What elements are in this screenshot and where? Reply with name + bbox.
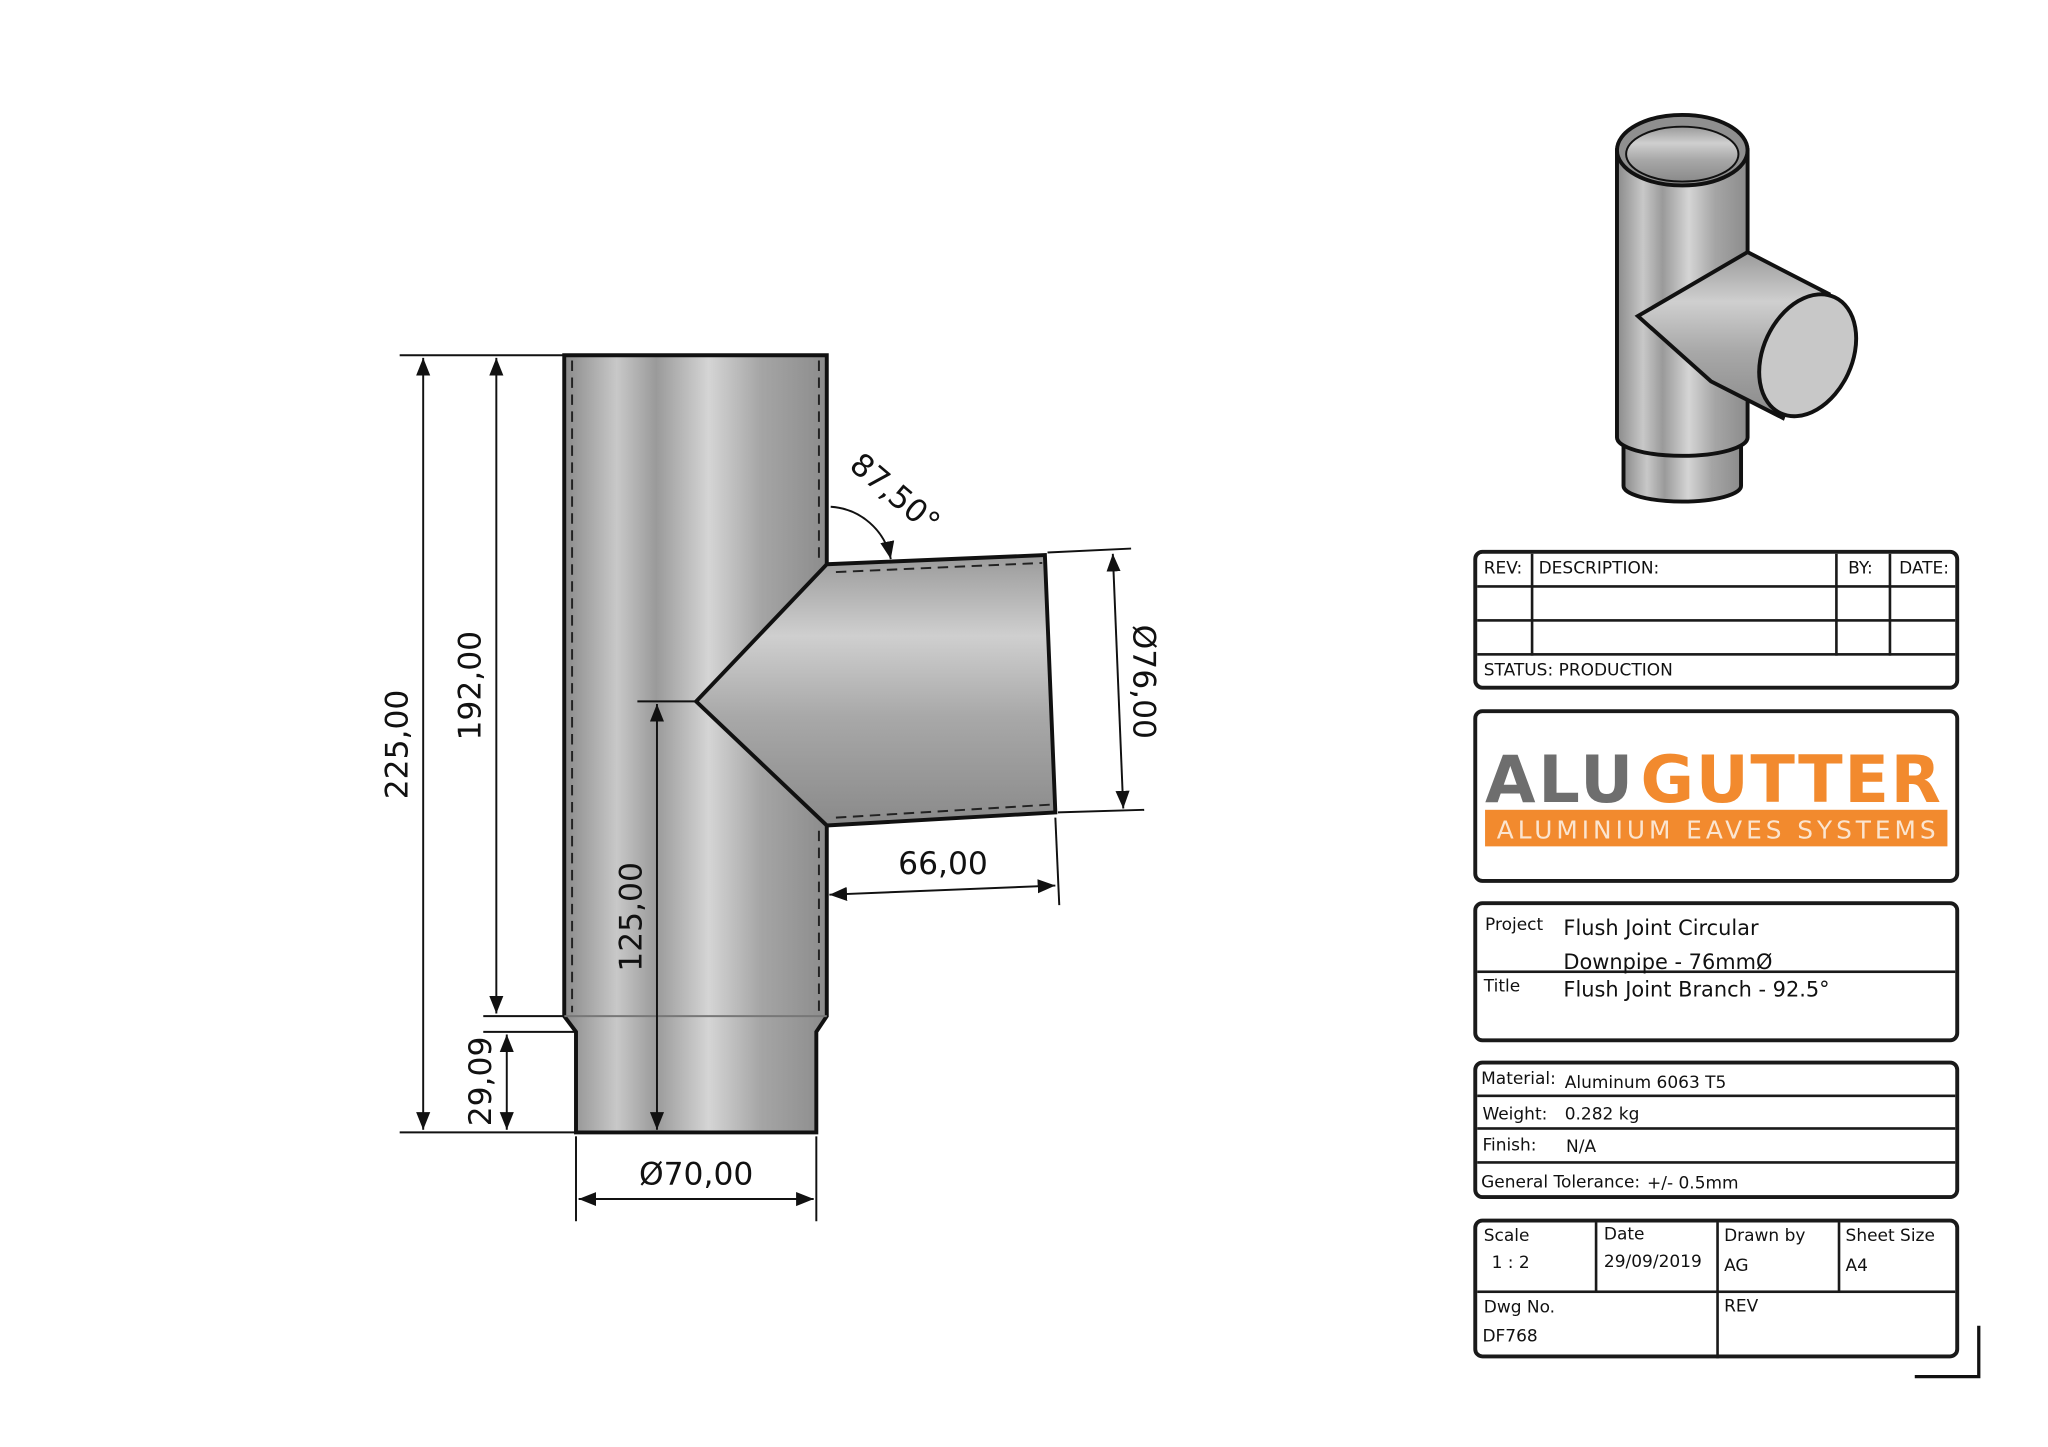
dim-branch-height: 125,00 xyxy=(613,862,649,972)
status-text: STATUS: PRODUCTION xyxy=(1483,660,1673,681)
alugutter-logo: ALU GUTTER ALUMINIUM EAVES SYSTEMS xyxy=(1485,742,1948,847)
scale-value: 1 : 2 xyxy=(1491,1253,1530,1274)
scale-label: Scale xyxy=(1483,1226,1530,1247)
tolerance-label: General Tolerance: xyxy=(1481,1172,1641,1193)
sheet-size-label: Sheet Size xyxy=(1845,1226,1935,1247)
drawn-by-label: Drawn by xyxy=(1724,1226,1806,1247)
isometric-view xyxy=(1615,112,1859,504)
finish-label: Finish: xyxy=(1482,1136,1537,1156)
specs-block: Material: Aluminum 6063 T5 Weight: 0.282… xyxy=(1473,1060,1960,1200)
weight-label: Weight: xyxy=(1482,1104,1548,1125)
title-label: Title xyxy=(1483,976,1521,997)
project-label: Project xyxy=(1485,915,1544,936)
svg-text:GUTTER: GUTTER xyxy=(1640,742,1943,818)
date-value: 29/09/2019 xyxy=(1603,1252,1702,1273)
sheet-corner-mark xyxy=(1914,1325,1981,1379)
dim-branch-diameter: Ø76,00 xyxy=(1126,625,1162,739)
weight-value: 0.282 kg xyxy=(1564,1104,1640,1125)
rev-label: REV xyxy=(1724,1296,1759,1317)
logo-box: ALU GUTTER ALUMINIUM EAVES SYSTEMS xyxy=(1473,709,1960,883)
date-header: DATE: xyxy=(1899,559,1949,579)
title-value: Flush Joint Branch - 92.5° xyxy=(1563,976,1830,1002)
tolerance-value: +/- 0.5mm xyxy=(1647,1174,1739,1194)
by-header: BY: xyxy=(1848,559,1873,579)
material-value: Aluminum 6063 T5 xyxy=(1564,1073,1727,1094)
dwg-no-value: DF768 xyxy=(1482,1327,1538,1347)
dimension-lines xyxy=(399,354,1145,1222)
pipe-front-view xyxy=(562,353,1058,1135)
sheet-size-value: A4 xyxy=(1845,1256,1868,1277)
svg-text:ALUMINIUM EAVES SYSTEMS: ALUMINIUM EAVES SYSTEMS xyxy=(1497,816,1936,845)
description-header: DESCRIPTION: xyxy=(1538,559,1660,579)
drawn-by-value: AG xyxy=(1724,1256,1749,1277)
drawing-info-block: Scale 1 : 2 Date 29/09/2019 Drawn by AG … xyxy=(1473,1218,1960,1359)
finish-value: N/A xyxy=(1566,1137,1597,1158)
svg-text:ALU: ALU xyxy=(1485,742,1636,818)
material-label: Material: xyxy=(1481,1069,1556,1090)
date-label: Date xyxy=(1603,1225,1645,1245)
project-block: Project Flush Joint Circular Downpipe - … xyxy=(1473,901,1960,1043)
dwg-no-label: Dwg No. xyxy=(1483,1298,1556,1318)
dim-spigot-height: 29,09 xyxy=(463,1037,499,1127)
dim-overall-height: 225,00 xyxy=(380,690,416,800)
dim-spigot-diameter: Ø70,00 xyxy=(639,1157,753,1193)
project-value: Flush Joint Circular Downpipe - 76mmØ xyxy=(1563,915,1773,975)
rev-header: REV: xyxy=(1483,559,1523,579)
dim-branch-angle: 87,50° xyxy=(843,446,947,541)
dim-branch-length: 66,00 xyxy=(898,846,988,882)
revision-table: REV: DESCRIPTION: BY: DATE: STATUS: PROD… xyxy=(1473,549,1960,690)
dim-upper-height: 192,00 xyxy=(453,631,489,741)
